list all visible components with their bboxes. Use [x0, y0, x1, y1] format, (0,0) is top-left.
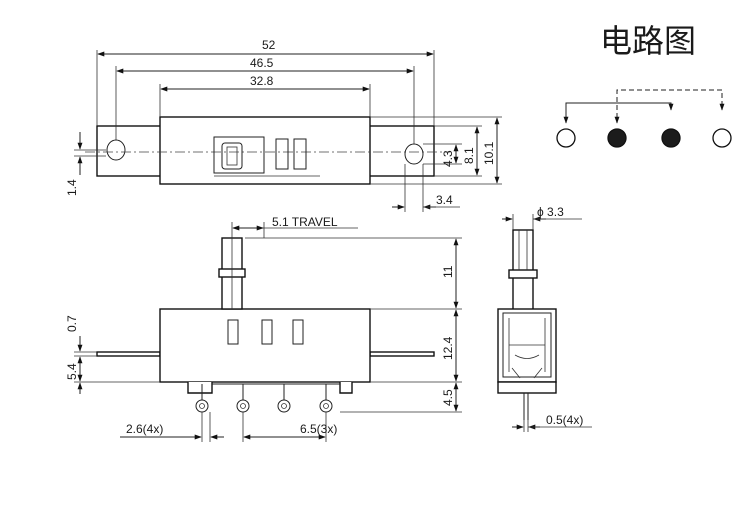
- dim-label-11: 11: [441, 265, 455, 278]
- plate-edge-right: [369, 351, 435, 357]
- slider-knob: [213, 136, 265, 174]
- dim-label-pitch-a: 2.6(4x): [126, 422, 163, 436]
- dim-label-5-4: 5.4: [65, 363, 79, 380]
- pin-1: [195, 399, 209, 413]
- dim-label-8-1: 8.1: [462, 147, 476, 164]
- front-slot-1: [227, 319, 239, 345]
- dim-label-52: 52: [262, 38, 276, 52]
- pin-2: [236, 399, 250, 413]
- terminal-3-filled: [661, 128, 681, 148]
- side-housing: [497, 308, 557, 383]
- side-actuator-collar: [508, 269, 538, 279]
- plate-edge-left: [96, 351, 161, 357]
- dim-label-3-4: 3.4: [436, 193, 453, 207]
- slider-grip-inner: [226, 146, 238, 166]
- front-slot-2: [261, 319, 273, 345]
- dim-label-12-4: 12.4: [441, 336, 455, 360]
- slot-window-1: [275, 138, 289, 170]
- slot-window-2: [293, 138, 307, 170]
- dim-label-1-4: 1.4: [65, 179, 79, 196]
- dim-label-46-5: 46.5: [250, 56, 274, 70]
- dim-label-travel: 5.1 TRAVEL: [272, 215, 338, 229]
- pin-3: [277, 399, 291, 413]
- housing-front: [159, 308, 371, 383]
- front-view: 5.1 TRAVEL 11 12.4 4.5 0.7 5.4 2.6(4x) 6…: [65, 215, 462, 442]
- dim-label-phi: ϕ 3.3: [537, 205, 564, 219]
- circuit-diagram-title: 电路图: [600, 23, 696, 59]
- dim-label-pin-w: 0.5(4x): [546, 413, 583, 427]
- circuit-solid-link: [565, 102, 674, 118]
- circuit-dashed-link: [616, 89, 725, 118]
- dim-label-0-7: 0.7: [65, 315, 79, 332]
- pins: [195, 384, 333, 413]
- front-slot-3: [292, 319, 304, 345]
- side-view: ϕ 3.3 0.5(4x): [497, 205, 592, 432]
- dim-label-4-3: 4.3: [441, 150, 455, 167]
- circuit-diagram: [556, 89, 732, 148]
- dim-label-pitch-b: 6.5(3x): [300, 422, 337, 436]
- side-base: [497, 381, 557, 394]
- slider-grip: [221, 142, 243, 170]
- dim-label-4-5: 4.5: [441, 389, 455, 406]
- dim-label-10-1: 10.1: [482, 141, 496, 165]
- terminal-4-open: [712, 128, 732, 148]
- housing-base: [187, 382, 353, 394]
- pin-4: [319, 399, 333, 413]
- terminal-2-filled: [607, 128, 627, 148]
- housing-top: [159, 116, 371, 185]
- dim-label-32-8: 32.8: [250, 74, 274, 88]
- terminal-1-open: [556, 128, 576, 148]
- top-view: 52 46.5 32.8 4.3 8.1 10.1 1.4: [65, 38, 502, 212]
- side-pin: [523, 393, 529, 420]
